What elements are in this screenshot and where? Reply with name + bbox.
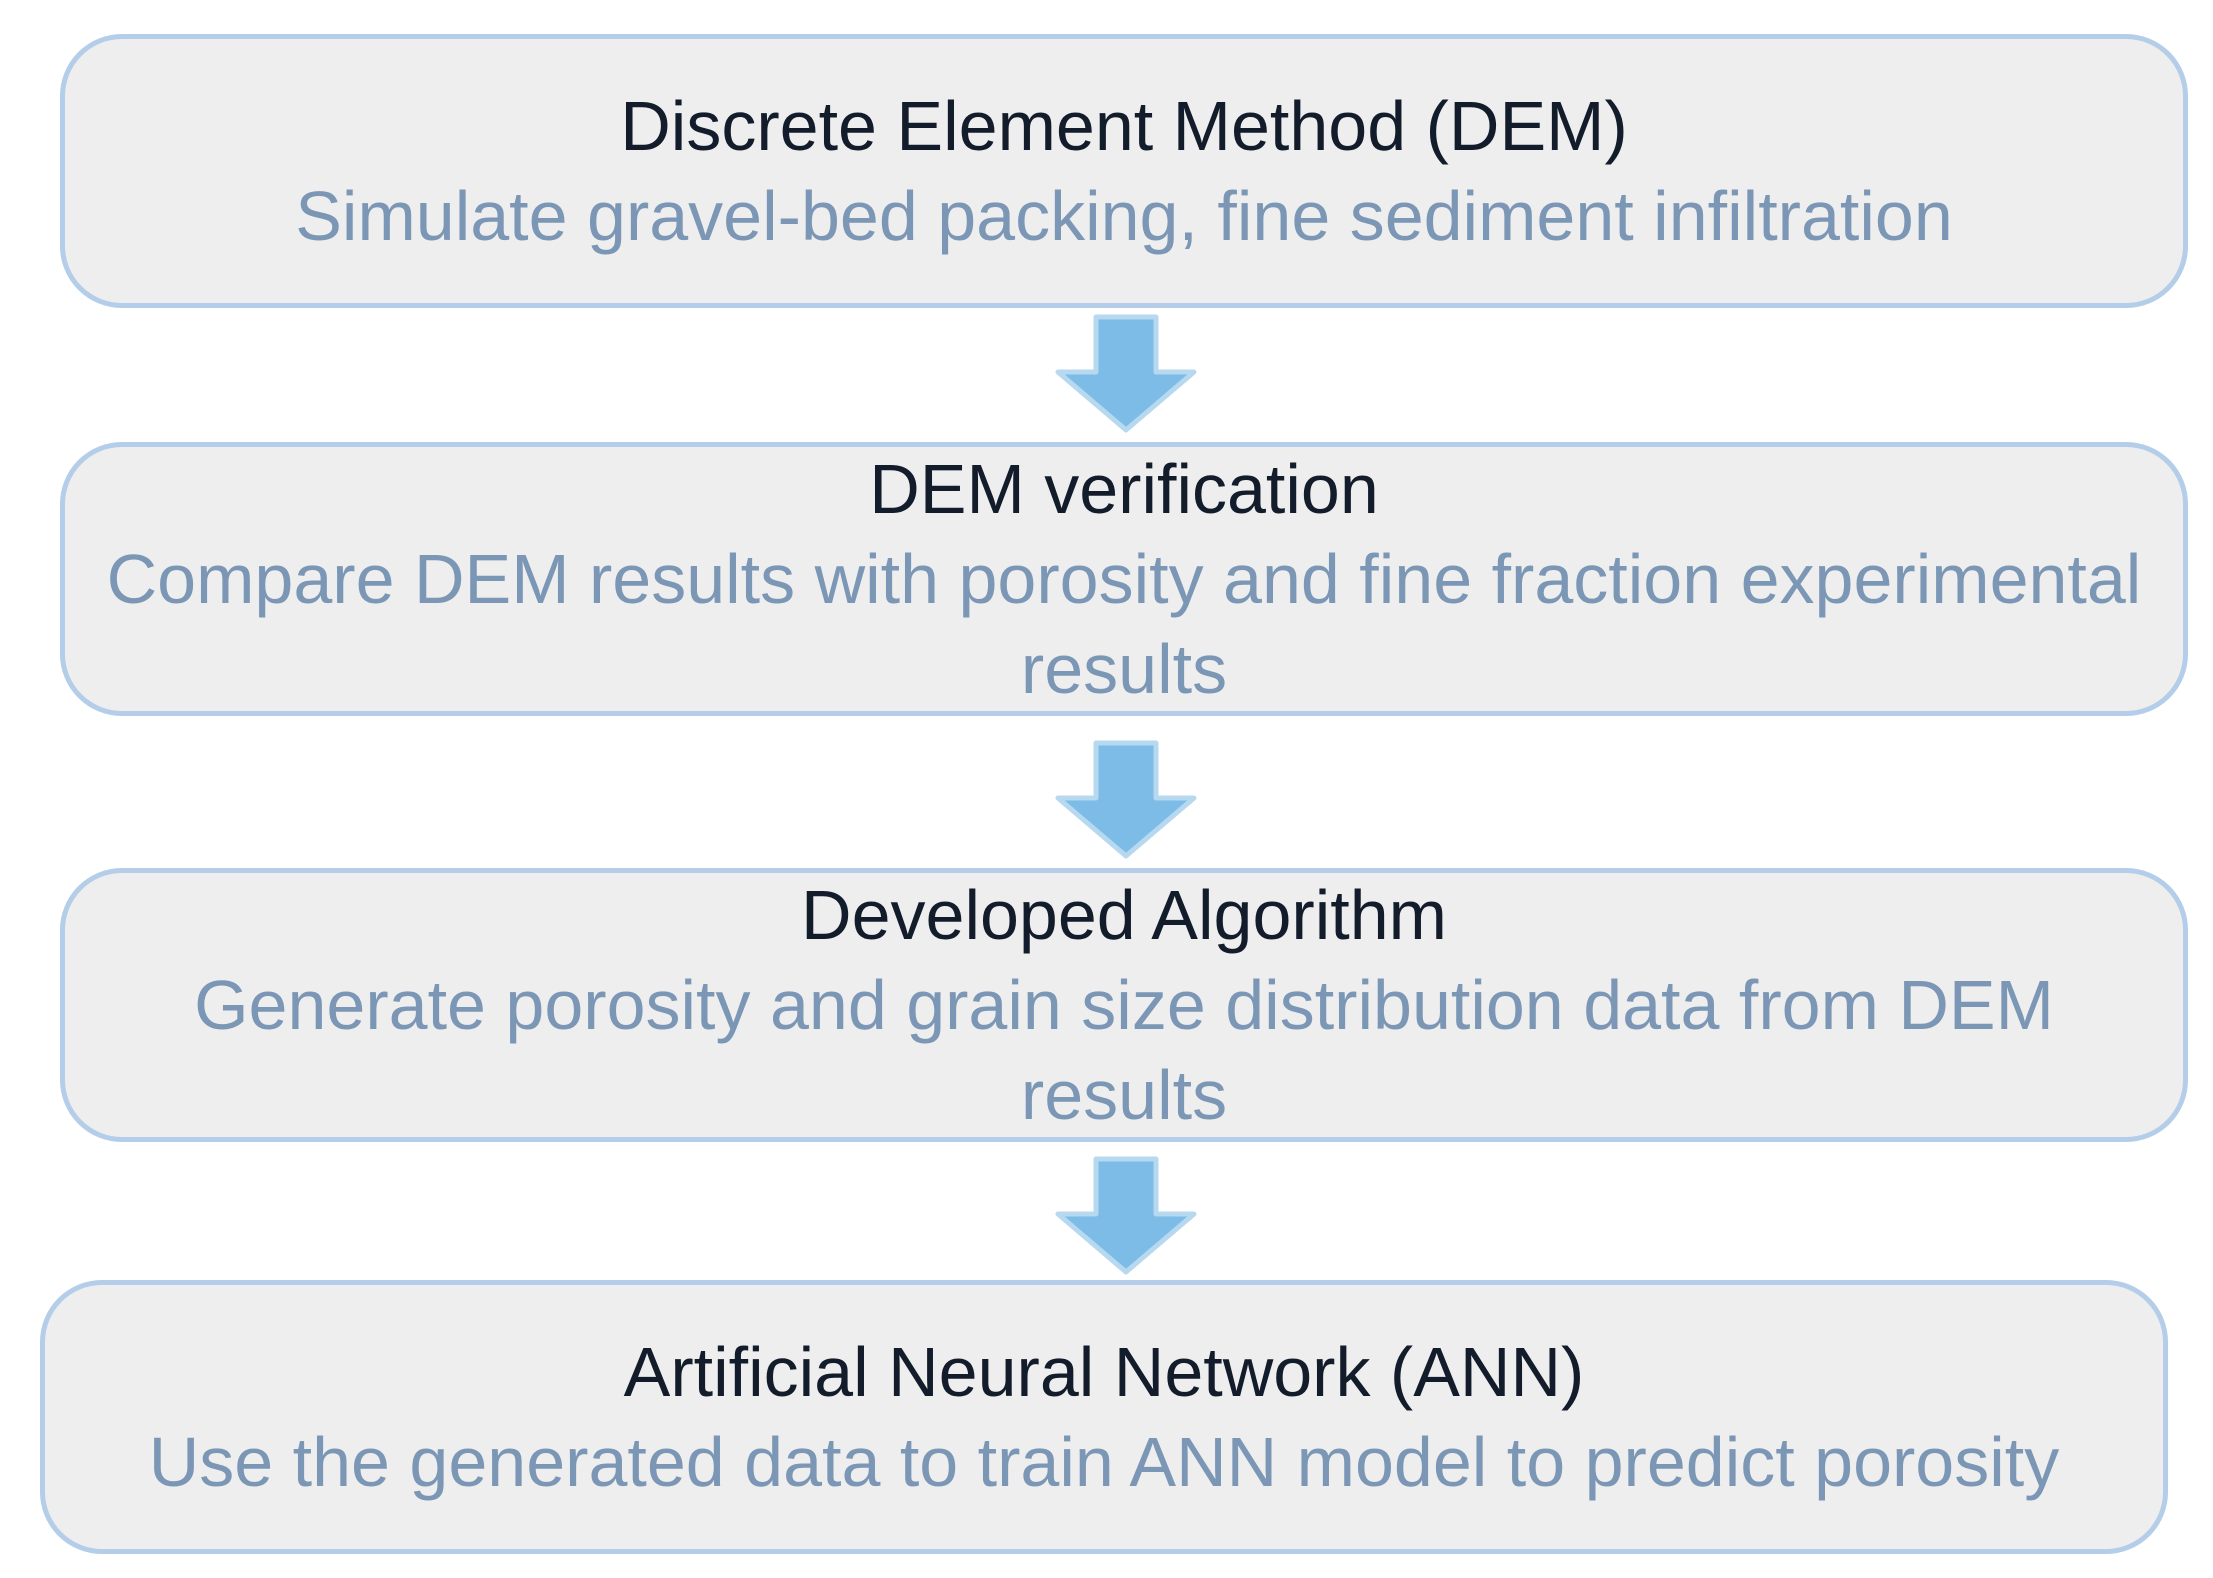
step-box-ann: Artificial Neural Network (ANN) Use the …	[40, 1280, 2168, 1554]
arrow-down-icon	[1055, 314, 1197, 433]
step-description: Use the generated data to train ANN mode…	[148, 1423, 2060, 1501]
step-description: Compare DEM results with porosity and fi…	[106, 540, 2142, 708]
step-box-dem-verification: DEM verification Compare DEM results wit…	[60, 442, 2188, 716]
step-description: Simulate gravel-bed packing, fine sedime…	[295, 177, 1953, 255]
step-title: DEM verification	[869, 450, 1379, 528]
step-box-developed-algorithm: Developed Algorithm Generate porosity an…	[60, 868, 2188, 1142]
arrow-down-icon	[1055, 740, 1197, 859]
step-box-dem: Discrete Element Method (DEM) Simulate g…	[60, 34, 2188, 308]
arrow-down-icon	[1055, 1156, 1197, 1275]
step-title: Discrete Element Method (DEM)	[620, 87, 1628, 165]
step-title: Developed Algorithm	[801, 876, 1447, 954]
step-description: Generate porosity and grain size distrib…	[194, 966, 2054, 1134]
step-title: Artificial Neural Network (ANN)	[623, 1333, 1585, 1411]
